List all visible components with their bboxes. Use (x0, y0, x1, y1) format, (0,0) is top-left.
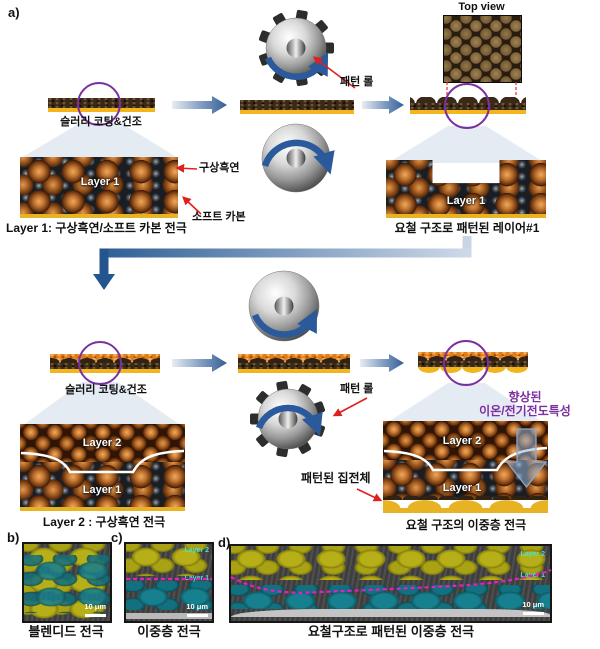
yellow-particles (126, 544, 212, 577)
rotation-arrow-icon (255, 404, 323, 437)
pattern-roller-icon (258, 9, 334, 87)
scale-text: 10 μm (84, 602, 106, 611)
inset-right-caption-2: 요철 구조의 이중층 전극 (405, 518, 527, 532)
foil-layer (410, 110, 526, 114)
slurry-caption-2: 슬러리 코팅&건조 (65, 384, 147, 396)
foil-layer (20, 507, 185, 511)
layer1-label: Layer 1 (82, 484, 122, 496)
annotation-arrow-icon (175, 163, 198, 173)
press-roller-icon (261, 123, 335, 193)
panel-c-label: c) (111, 530, 123, 545)
foil-layer (50, 369, 160, 373)
patterned-collector (383, 500, 548, 513)
coating-layer (410, 103, 526, 110)
layer1-particles (383, 459, 548, 501)
process-arrow-icon (172, 96, 227, 114)
layer2-label: Layer 2 (82, 437, 122, 449)
soft-carbon-annotation: 소프트 카본 (192, 211, 246, 223)
foil-layer (20, 214, 178, 218)
collector-bar (383, 508, 548, 513)
electrode-strip-final (418, 352, 528, 373)
panel-b-label: b) (7, 530, 20, 545)
annotation-arrow-icon (332, 397, 368, 417)
layer1-coating (238, 363, 350, 369)
layer2-label: Layer 2 (520, 550, 545, 558)
pattern-roller-icon (250, 380, 326, 458)
collector-strip (126, 613, 212, 619)
yellow-particles (231, 546, 550, 580)
sem-image-blended: 10 μm (22, 542, 112, 623)
inset-layer1-electrode (20, 157, 178, 218)
wavy-interface (383, 496, 548, 501)
panel-a-label: a) (8, 5, 20, 20)
wavy-interface (418, 356, 528, 361)
improved-conductivity-note: 향상된 이온/전기전도특성 (460, 390, 590, 419)
top-view-image (443, 15, 522, 83)
improved-line2: 이온/전기전도특성 (479, 403, 571, 418)
collector-strip (231, 609, 550, 617)
sem-image-bilayer: Layer 2 Layer 1 10 μm (124, 542, 214, 623)
foil-layer (386, 214, 546, 218)
press-roller-icon (248, 270, 320, 342)
process-arrow-icon (362, 96, 404, 114)
layer1-label: Layer 1 (184, 574, 209, 582)
scale-text: 10 μm (186, 602, 208, 611)
wavy-interface (238, 358, 350, 363)
scale-text: 10 μm (522, 600, 544, 609)
coating-layer (48, 98, 155, 108)
layer1-label: Layer 1 (80, 176, 120, 188)
top-view-label: Top view (458, 1, 505, 13)
process-arrow-icon (360, 354, 404, 372)
layer2-label: Layer 2 (184, 547, 209, 554)
scale-bar (523, 612, 544, 615)
electrode-strip-coated-1 (48, 98, 155, 112)
panel-b-caption: 블렌디드 전극 (28, 624, 104, 639)
panel-d-caption: 요철구조로 패턴된 이중층 전극 (307, 624, 475, 639)
inset-left-caption-1: Layer 1: 구상흑연/소프트 카본 전극 (6, 221, 187, 235)
funnel-row1-right (388, 126, 545, 163)
inset-patterned-layer1 (386, 160, 546, 218)
collector-bumps (383, 500, 548, 509)
inset-right-caption-1: 요철 구조로 패턴된 레이어#1 (394, 221, 540, 235)
foil-layer (238, 369, 350, 373)
rotation-arrow-icon (252, 309, 318, 338)
pattern-roll-label-1: 패턴 롤 (340, 76, 374, 88)
layer2-label: Layer 2 (442, 435, 482, 447)
panel-c-caption: 이중층 전극 (137, 624, 201, 639)
annotation-arrow-icon (356, 488, 383, 502)
wavy-interface (50, 358, 160, 363)
process-arrow-icon (172, 354, 227, 372)
foil-layer (240, 110, 354, 114)
slurry-caption-1: 슬러리 코팅&건조 (60, 116, 142, 128)
sem-image-patterned-bilayer: Layer 2 Layer 1 10 μm (229, 544, 552, 623)
improved-line1: 향상된 (508, 390, 542, 404)
rotation-arrow-icon (261, 139, 335, 175)
layer1-label: Layer 1 (520, 572, 545, 580)
layer2-coating (238, 354, 350, 361)
layer1-label: Layer 1 (446, 195, 486, 207)
inset-left-caption-2: Layer 2 : 구상흑연 전극 (42, 515, 166, 529)
teal-particles (24, 554, 110, 614)
rotation-arrow-icon (265, 52, 329, 80)
graphite-annotation: 구상흑연 (199, 162, 240, 174)
pattern-roll-label-2: 패턴 롤 (340, 383, 374, 395)
elbow-arrow-icon (93, 236, 472, 290)
electrode-strip-under-roll-2 (238, 354, 350, 373)
electrode-strip-under-roll-1 (240, 100, 354, 114)
electrode-strip-patterned-1 (410, 97, 526, 114)
layer1-label: Layer 1 (442, 482, 482, 494)
scale-bar (85, 614, 106, 617)
teal-particles (126, 580, 212, 611)
teal-particles (231, 585, 550, 609)
scale-bar (187, 614, 208, 617)
foil-layer (48, 108, 155, 112)
electrode-strip-coated-2 (50, 354, 160, 373)
patterned-foil (418, 367, 528, 373)
patterned-collector-label: 패턴된 집전체 (301, 471, 371, 485)
panel-d-label: d) (218, 535, 231, 550)
coating-layer (240, 100, 354, 110)
